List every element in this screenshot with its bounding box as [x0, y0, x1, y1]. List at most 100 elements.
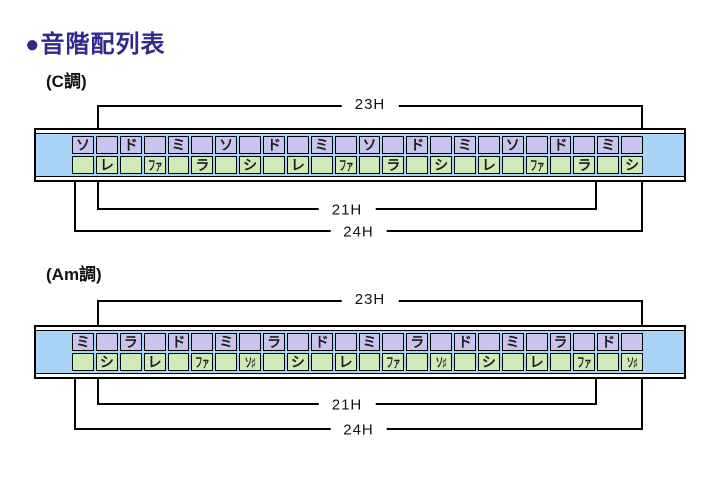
note-label: ソ [362, 137, 377, 153]
hole-column: ミ [72, 333, 94, 371]
note-cell-top [334, 333, 357, 351]
note-cell-bottom [501, 353, 524, 371]
note-label: レ [481, 157, 496, 173]
note-cell-bottom: ソ♯ [239, 353, 261, 371]
hole-column: ド [549, 136, 572, 174]
note-cell-bottom: レ [477, 156, 500, 174]
note-cell-top [573, 136, 596, 154]
note-cell-top: ド [454, 333, 476, 351]
hole-column: ラ [406, 333, 429, 371]
hole-cells: ミシラレドファミソ♯ラシドレミファラソ♯ドシミレラファドソ♯ [72, 331, 643, 373]
note-cell-top: ラ [549, 333, 572, 351]
hole-column: ド [119, 136, 142, 174]
note-cell-bottom [549, 353, 572, 371]
note-cell-top: ド [310, 333, 333, 351]
note-cell-top: ラ [406, 333, 429, 351]
note-cell-top [382, 136, 405, 154]
note-cell-bottom: ラ [191, 156, 214, 174]
note-cell-top: ソ [501, 136, 524, 154]
note-label: シ [434, 157, 449, 173]
note-cell-top [95, 136, 118, 154]
hole-column: ソ♯ [430, 333, 452, 371]
note-label: シ [481, 354, 496, 370]
dimension-21h-line: 21H [97, 379, 597, 414]
hole-column: ラ [119, 333, 142, 371]
dimension-24h-line: 24H [74, 182, 643, 241]
note-cell-top: ミ [215, 333, 238, 351]
note-cell-top [334, 136, 357, 154]
note-label: ソ♯ [626, 354, 638, 370]
note-label: ド [410, 137, 425, 153]
note-label: ラ [195, 157, 210, 173]
note-cell-top: ミ [167, 136, 190, 154]
hole-column: ラ [382, 136, 405, 174]
note-cell-bottom: シ [621, 156, 643, 174]
hole-column: ド [310, 333, 333, 371]
note-label: ラ [553, 334, 568, 350]
hole-column: ミ [310, 136, 333, 174]
note-cell-top [286, 333, 309, 351]
note-cell-top [525, 136, 548, 154]
hole-column: ミ [454, 136, 476, 174]
note-cell-top: ラ [119, 333, 142, 351]
note-label: ファ [386, 354, 401, 370]
note-cell-bottom [119, 353, 142, 371]
note-label: ド [266, 137, 281, 153]
hole-column: ド [263, 136, 285, 174]
hole-column: ソ [215, 136, 238, 174]
note-cell-bottom [597, 156, 620, 174]
harmonica-hole-plate: ソレドファミラソシドレミファソラドシミレソファドラミシ [36, 133, 684, 177]
note-label: シ [99, 354, 114, 370]
hole-column: ファ [143, 136, 166, 174]
note-cell-bottom: レ [525, 353, 548, 371]
dimension-24h-line: 24H [74, 379, 643, 439]
hole-column: ファ [382, 333, 405, 371]
hole-column: レ [286, 136, 309, 174]
hole-column: シ [477, 333, 500, 371]
note-cell-bottom: ファ [573, 353, 596, 371]
note-cell-top [95, 333, 118, 351]
hole-column: ファ [573, 333, 596, 371]
note-cell-bottom [358, 156, 381, 174]
note-label: ド [601, 334, 616, 350]
note-label: ファ [529, 157, 545, 173]
note-label: ラ [577, 157, 592, 173]
hole-column: ラ [263, 333, 285, 371]
note-label: ファ [577, 354, 592, 370]
note-cell-bottom: レ [143, 353, 166, 371]
note-cell-top: ソ [215, 136, 238, 154]
note-cell-top: ミ [72, 333, 94, 351]
note-label: ミ [219, 334, 234, 350]
note-cell-top [477, 333, 500, 351]
note-label: ラ [410, 334, 425, 350]
note-label: ソ♯ [435, 354, 447, 370]
harmonica-cap-left [36, 134, 72, 176]
note-cell-bottom [263, 353, 285, 371]
note-cell-bottom [72, 353, 94, 371]
note-label: レ [338, 354, 353, 370]
note-cell-top: ド [263, 136, 285, 154]
hole-column: シ [95, 333, 118, 371]
hole-column: ラ [549, 333, 572, 371]
hole-column: ミ [597, 136, 620, 174]
note-cell-bottom [406, 353, 429, 371]
note-cell-bottom: シ [95, 353, 118, 371]
note-cell-bottom: シ [430, 156, 452, 174]
hole-column: ド [597, 333, 620, 371]
note-label: シ [625, 157, 640, 173]
hole-column: レ [143, 333, 166, 371]
note-cell-bottom [358, 353, 381, 371]
note-cell-top [430, 136, 452, 154]
dimension-23h-label: 23H [341, 96, 399, 114]
note-cell-bottom: ラ [573, 156, 596, 174]
note-label: ソ [219, 137, 234, 153]
note-cell-bottom [406, 156, 429, 174]
note-cell-bottom: シ [477, 353, 500, 371]
note-label: ミ [362, 334, 377, 350]
note-cell-top [430, 333, 452, 351]
note-cell-top [143, 136, 166, 154]
note-cell-top: ラ [263, 333, 285, 351]
note-cell-top [382, 333, 405, 351]
note-label: ラ [266, 334, 281, 350]
note-cell-bottom: ファ [525, 156, 548, 174]
